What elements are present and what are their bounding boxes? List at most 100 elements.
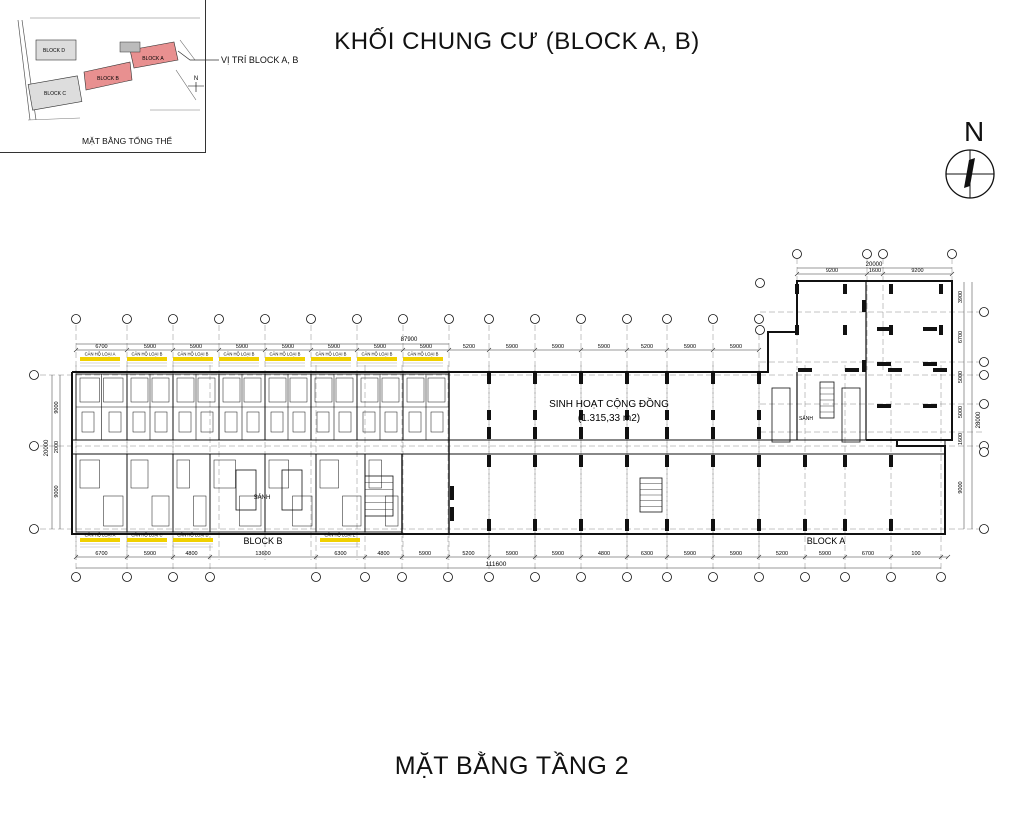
unit-room: [314, 377, 333, 403]
grid-bubble: [576, 314, 586, 324]
top-dim-tick: [446, 347, 452, 353]
unit-tag-top-swatch: [219, 357, 259, 361]
floor-title: MẶT BẰNG TẦNG 2: [394, 752, 630, 780]
bottom-dim-tick: [842, 554, 848, 560]
column: [665, 372, 669, 384]
unit-room: [197, 377, 216, 403]
grid-bubble: [311, 572, 321, 582]
column: [888, 368, 902, 372]
unit-bottom: [315, 453, 366, 533]
column: [757, 519, 761, 531]
grid-bubble: [936, 572, 946, 582]
top-dim-tick: [710, 347, 716, 353]
unit-bath: [246, 411, 260, 433]
column: [757, 427, 761, 439]
bottom-dim-tick: [756, 554, 762, 560]
grid-bubble: [306, 314, 316, 324]
bottom-dim-tick: [624, 554, 630, 560]
elevator-b: [235, 469, 257, 511]
right-dim-value: 3900: [958, 291, 964, 303]
bottom-dim-tick: [362, 554, 368, 560]
top-dim-tick: [262, 347, 268, 353]
top-dim-value: 5900: [506, 344, 518, 350]
grid-bubble: [576, 572, 586, 582]
right-dim-value: 1600: [958, 433, 964, 445]
grid-bubble: [214, 314, 224, 324]
bottom-dim-tick: [313, 554, 319, 560]
unit-tag-top-label: CĂN HỘ LOẠI B: [178, 352, 209, 357]
column: [843, 455, 847, 467]
grid-bubble: [352, 314, 362, 324]
column: [889, 455, 893, 467]
key-block-d: [35, 39, 77, 61]
right-dim-value: 5000: [958, 406, 964, 418]
unit-bath: [132, 411, 146, 433]
unit-room: [103, 377, 124, 403]
grid-bubbles: [29, 249, 989, 582]
unit-bath: [270, 411, 284, 433]
unit-room: [335, 377, 354, 403]
column: [845, 368, 859, 372]
column: [923, 327, 937, 331]
wing-dim-value: 9200: [911, 268, 923, 274]
bottom-dim-value: 5200: [776, 551, 788, 557]
unit-tag-top-swatch: [80, 357, 120, 361]
column: [487, 410, 491, 420]
column: [889, 284, 893, 294]
right-dim-value: 6700: [958, 331, 964, 343]
grid-bubble: [979, 357, 989, 367]
bottom-dim-value: 13600: [255, 551, 270, 557]
top-dim-value: 6700: [95, 344, 107, 350]
grid-bubble: [398, 314, 408, 324]
unit-bath: [178, 411, 192, 433]
column: [533, 519, 537, 531]
top-dim-value: 5900: [552, 344, 564, 350]
top-dim-value: 5900: [420, 344, 432, 350]
column: [533, 427, 537, 439]
unit-room: [130, 459, 149, 489]
grid-bubble: [122, 572, 132, 582]
wing-dim-tick: [949, 271, 955, 277]
block-a-label: BLOCK A: [807, 536, 846, 546]
grid-bubble: [443, 572, 453, 582]
unit-room: [103, 495, 124, 527]
key-label-block-b: BLOCK B: [97, 76, 119, 82]
unit-tag-bottom-swatch: [80, 538, 120, 542]
grid-bubble: [886, 572, 896, 582]
bottom-dim-value: 5900: [730, 551, 742, 557]
wing-dim-value: 9200: [826, 268, 838, 274]
top-dim-tick: [756, 347, 762, 353]
bottom-dim-tick: [888, 554, 894, 560]
unit-room: [193, 495, 207, 527]
column: [625, 519, 629, 531]
column: [625, 410, 629, 420]
unit-tag-top-swatch: [173, 357, 213, 361]
unit-tag-top-swatch: [311, 357, 351, 361]
top-dim-value: 5900: [236, 344, 248, 350]
unit-room: [239, 495, 262, 527]
column: [711, 519, 715, 531]
bottom-overall-dim: 111600: [486, 561, 507, 568]
column: [533, 410, 537, 420]
bottom-dim-tick: [802, 554, 808, 560]
bottom-dim-tick: [399, 554, 405, 560]
column: [798, 368, 812, 372]
wing-dim-value: 1600: [869, 268, 881, 274]
exterior-wall: [71, 372, 946, 535]
grid-bubble: [979, 524, 989, 534]
callout-block-a-b: VỊ TRÍ BLOCK A, B: [221, 55, 299, 65]
top-dim-tick: [624, 347, 630, 353]
unit-room: [289, 377, 308, 403]
exterior-wall: [72, 280, 953, 441]
community-area: (1.315,33 m2): [578, 413, 640, 424]
grid-bubble: [754, 314, 764, 324]
callout-leader: [177, 50, 219, 61]
unit-tag-top-label: CĂN HỘ LOẠI A: [85, 352, 116, 357]
column: [711, 372, 715, 384]
bottom-dim-tick: [938, 554, 944, 560]
unit-bath: [430, 411, 444, 433]
grid-bubble: [530, 572, 540, 582]
column: [579, 372, 583, 384]
bottom-dim-tick: [445, 554, 451, 560]
